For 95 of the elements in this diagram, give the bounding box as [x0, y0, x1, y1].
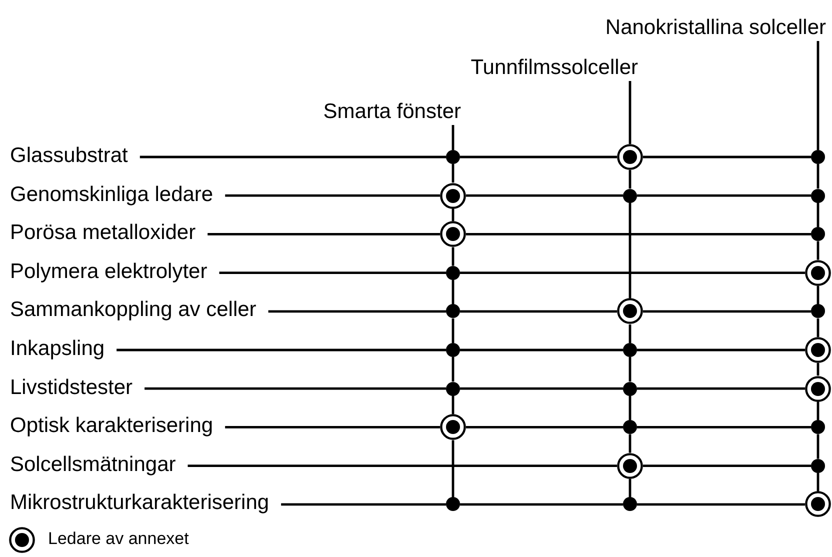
connector-line — [643, 156, 811, 158]
row-label: Porösa metalloxider — [10, 221, 196, 246]
ringed-dot-marker — [439, 413, 467, 442]
connector-line — [628, 357, 632, 382]
connector-line — [816, 472, 820, 492]
row-label: Solcellsmätningar — [10, 452, 176, 477]
column-heading: Nanokristallina solceller — [605, 16, 826, 40]
connector-line — [628, 81, 632, 144]
connector-line — [816, 434, 820, 459]
dot-marker — [445, 303, 461, 320]
connector-line — [816, 164, 820, 189]
connector-line — [628, 396, 632, 420]
connector-line — [637, 348, 805, 352]
row-label: Inkapsling — [10, 337, 105, 361]
connector-line — [225, 194, 440, 197]
connector-line — [460, 156, 617, 158]
connector-line — [816, 363, 820, 376]
ringed-dot-marker — [804, 336, 832, 364]
column-heading: Smarta fönster — [323, 100, 461, 124]
connector-line — [452, 318, 454, 343]
dot-marker — [810, 188, 826, 204]
connector-line — [116, 348, 446, 352]
connector-line — [452, 208, 454, 222]
connector-line — [637, 194, 811, 197]
connector-line — [637, 426, 811, 428]
ringed-dot-marker — [616, 297, 644, 326]
connector-line — [188, 464, 617, 467]
dot-marker — [622, 188, 638, 204]
dot-marker — [810, 149, 826, 165]
connector-line — [637, 387, 805, 390]
row-label: Sammankoppling av celler — [10, 298, 256, 322]
ringed-dot-marker — [804, 490, 832, 518]
dot-marker — [622, 419, 638, 436]
connector-line — [460, 310, 617, 313]
dot-marker — [622, 496, 638, 512]
connector-line — [452, 440, 454, 498]
ringed-dot-marker — [616, 452, 644, 480]
row-label: Optisk karakterisering — [10, 414, 214, 438]
connector-line — [144, 387, 446, 390]
ringed-dot-marker — [439, 220, 467, 248]
ringed-dot-marker — [804, 258, 832, 287]
dot-marker — [445, 264, 461, 281]
dot-marker — [810, 419, 826, 436]
connector-line — [628, 478, 632, 498]
connector-line — [268, 310, 446, 313]
connector-line — [452, 396, 454, 414]
legend-label: Ledare av annexet — [48, 529, 189, 549]
ringed-dot-marker — [804, 374, 832, 403]
connector-line — [466, 426, 623, 428]
connector-line — [816, 402, 820, 420]
connector-line — [460, 272, 805, 274]
connector-line — [643, 464, 811, 467]
dot-marker — [445, 380, 461, 397]
connector-line — [816, 41, 820, 150]
connector-line — [452, 164, 454, 183]
connector-line — [816, 202, 820, 228]
connector-line — [208, 233, 440, 236]
connector-line — [219, 272, 446, 274]
dot-marker — [445, 496, 461, 512]
connector-line — [466, 194, 623, 197]
dot-marker — [622, 342, 638, 358]
connector-line — [452, 357, 454, 382]
connector-line — [643, 310, 811, 313]
ringed-dot-marker — [439, 182, 467, 210]
connector-line — [452, 125, 454, 150]
dot-marker — [622, 380, 638, 397]
ringed-dot-marker — [616, 143, 644, 171]
connector-line — [816, 318, 820, 337]
connector-line — [460, 348, 623, 352]
connector-line — [460, 503, 623, 506]
row-label: Genomskinliga ledare — [10, 182, 214, 207]
connector-line — [452, 247, 454, 266]
row-label: Polymera elektrolyter — [10, 260, 208, 284]
connector-line — [816, 286, 820, 304]
connector-line — [637, 503, 805, 506]
connector-line — [628, 324, 632, 343]
connector-line — [460, 387, 623, 390]
connector-line — [225, 426, 440, 428]
connector-line — [281, 503, 446, 506]
row-label: Glassubstrat — [10, 144, 128, 168]
row-label: Mikrostrukturkarakterisering — [10, 491, 270, 516]
dot-marker — [445, 342, 461, 358]
dot-marker — [810, 303, 826, 320]
connector-line — [628, 434, 632, 453]
connector-line — [140, 156, 446, 158]
column-heading: Tunnfilmssolceller — [470, 56, 638, 80]
row-label: Livstidstester — [10, 376, 133, 400]
connector-line — [466, 233, 811, 236]
connector-line — [628, 170, 632, 189]
connector-line — [816, 241, 820, 260]
dot-marker — [810, 458, 826, 474]
connector-line — [628, 202, 632, 298]
connector-line — [452, 280, 454, 304]
dot-marker — [810, 226, 826, 242]
dot-marker — [445, 149, 461, 165]
